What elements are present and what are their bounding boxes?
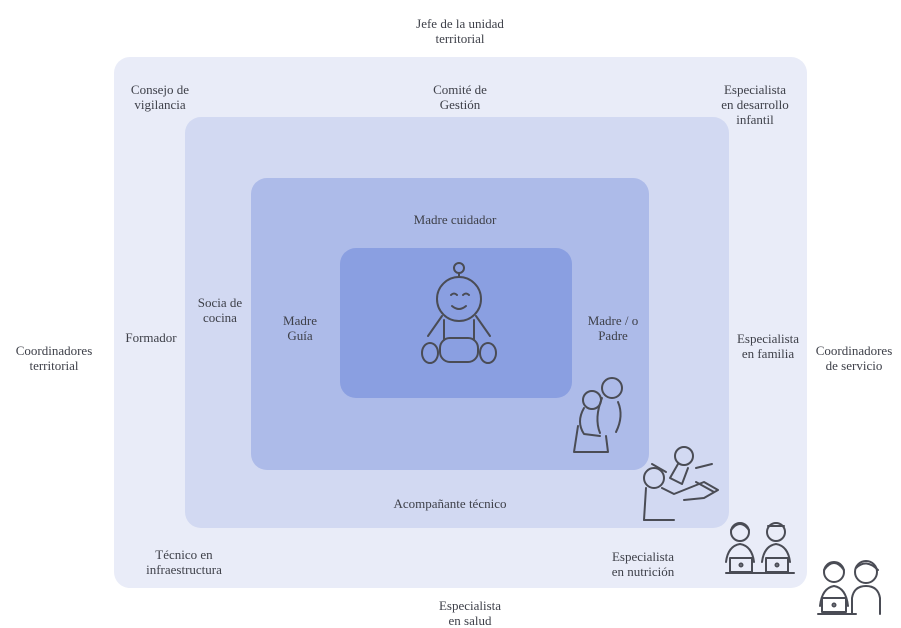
label-formador: Formador — [125, 330, 177, 345]
label-socia-cocina: Socia de cocina — [197, 295, 243, 325]
label-coordinadores-servicio: Coordinadores de servicio — [815, 343, 893, 373]
mother-child-icon — [573, 377, 623, 453]
label-especialista-familia: Especialista en familia — [736, 331, 800, 361]
label-consejo-vigilancia: Consejo de vigilancia — [130, 82, 190, 112]
baby-icon — [421, 262, 497, 364]
label-especialista-nutricion: Especialista en nutrición — [611, 549, 675, 579]
label-especialista-desarrollo: Especialista en desarrollo infantil — [721, 82, 789, 127]
people-laptop-icon — [817, 560, 881, 615]
parent-playing-icon — [643, 446, 719, 521]
label-jefe-unidad: Jefe de la unidad territorial — [416, 16, 504, 46]
label-madre-guia: Madre Guía — [283, 313, 317, 343]
label-acompanante-tecnico: Acompañante técnico — [393, 496, 507, 511]
label-comite-gestion: Comité de Gestión — [433, 82, 487, 112]
label-madre-padre: Madre / o Padre — [587, 313, 639, 343]
label-coordinadores-territorial: Coordinadores territorial — [15, 343, 93, 373]
specialists-laptop-icon — [725, 522, 795, 574]
label-madre-cuidador: Madre cuidador — [413, 212, 497, 227]
label-tecnico-infraestructura: Técnico en infraestructura — [146, 547, 222, 577]
